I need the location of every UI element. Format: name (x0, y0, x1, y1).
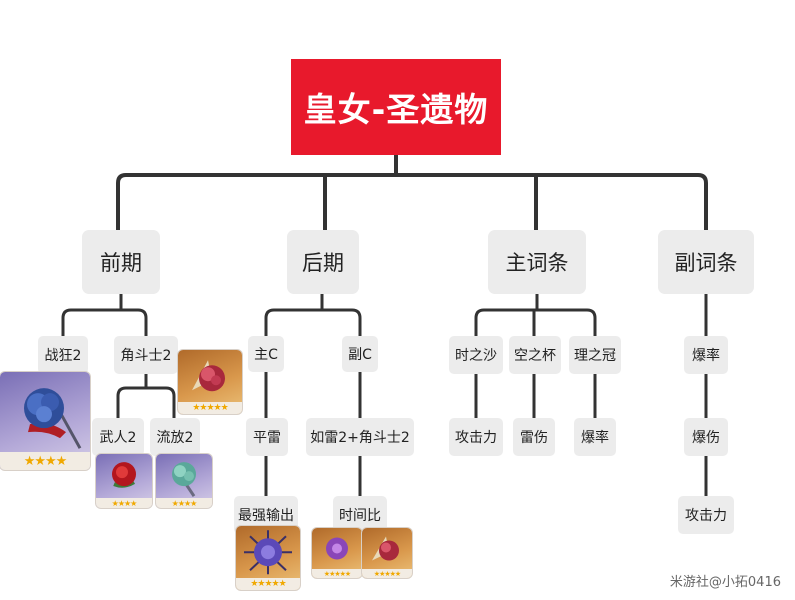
uptime-node: 时间比 (333, 496, 387, 534)
thundering-fury-artifact-card: ★★★★★ (236, 526, 300, 590)
goblet-node: 空之杯 (509, 336, 561, 374)
teal-flower-icon (172, 462, 196, 497)
gladiator-flower-icon (372, 536, 399, 561)
purple-flower-icon (326, 537, 348, 560)
sands-stat-node: 攻击力 (449, 418, 503, 456)
sands-node: 时之沙 (449, 336, 503, 374)
late-node: 后期 (287, 230, 359, 294)
main-c-node: 主C (248, 336, 284, 372)
gladiator-flower-icon (192, 360, 225, 392)
thunder-gladiator-node: 如雷2+角斗士2 (306, 418, 414, 456)
samurai-node: 武人2 (92, 418, 144, 456)
rarity-stars: ★★★★★ (312, 569, 362, 578)
rarity-stars: ★★★★ (96, 498, 152, 508)
blue-rose-icon (24, 388, 82, 449)
watermark: 米游社@小拓0416 (669, 575, 781, 590)
crit-rate-node: 爆率 (684, 336, 728, 374)
circlet-stat-node: 爆率 (574, 418, 616, 456)
exile-artifact-card: ★★★★ (156, 454, 212, 508)
thunder-flower-icon (244, 530, 292, 575)
berserker-node: 战狂2 (38, 336, 88, 374)
crit-dmg-node: 爆伤 (684, 418, 728, 456)
atk-node: 攻击力 (678, 496, 734, 534)
samurai-artifact-card: ★★★★ (96, 454, 152, 508)
goblet-stat-node: 雷伤 (513, 418, 555, 456)
sub-stats-node: 副词条 (658, 230, 754, 294)
red-flower-icon (112, 462, 136, 488)
gladiator-artifact-card-small: ★★★★★ (362, 528, 412, 578)
thundersoother-artifact-card: ★★★★★ (312, 528, 362, 578)
gladiator-artifact-card: ★★★★★ (178, 350, 242, 414)
rarity-stars: ★★★★ (156, 498, 212, 508)
rarity-stars: ★★★★★ (178, 402, 242, 414)
root-title: 皇女-圣遗物 (291, 59, 501, 155)
rarity-stars: ★★★★★ (236, 578, 300, 590)
main-stats-node: 主词条 (488, 230, 586, 294)
gladiator-node: 角斗士2 (114, 336, 178, 374)
rarity-stars: ★★★★ (0, 452, 90, 470)
exile-node: 流放2 (150, 418, 200, 456)
circlet-node: 理之冠 (569, 336, 621, 374)
rarity-stars: ★★★★★ (362, 569, 412, 578)
sub-c-node: 副C (342, 336, 378, 372)
thundering-node: 平雷 (246, 418, 288, 456)
berserker-artifact-card: ★★★★ (0, 372, 90, 470)
early-node: 前期 (82, 230, 160, 294)
